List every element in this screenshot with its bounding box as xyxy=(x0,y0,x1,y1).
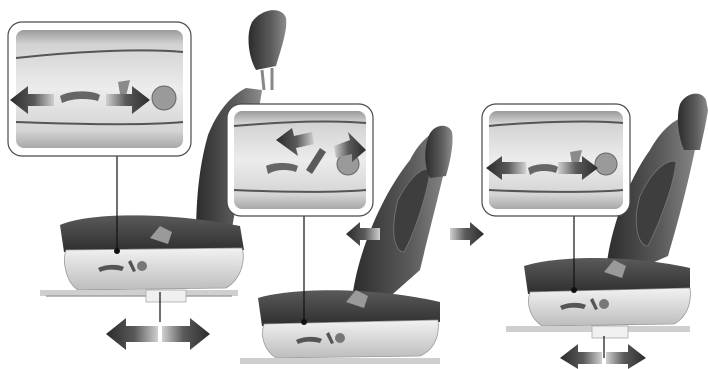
callout-box-1 xyxy=(8,22,191,156)
knob-icon xyxy=(595,153,617,175)
seat-rail xyxy=(40,290,238,296)
headrest xyxy=(425,126,452,178)
double-arrow-icon xyxy=(106,318,210,350)
seat-rail xyxy=(240,358,440,364)
seat-panel-2 xyxy=(227,104,484,364)
seat-side-trim xyxy=(263,320,439,358)
right-arrow-icon xyxy=(450,222,484,246)
callout-box-2 xyxy=(227,104,373,216)
seat-panel-3 xyxy=(482,94,708,369)
double-arrow-icon xyxy=(560,344,646,369)
seat-side-trim xyxy=(65,248,244,290)
headrest xyxy=(249,10,287,70)
seat-side-trim xyxy=(529,288,691,326)
callout-box-3 xyxy=(482,104,630,216)
headrest xyxy=(678,94,708,150)
knob-icon xyxy=(152,86,176,110)
